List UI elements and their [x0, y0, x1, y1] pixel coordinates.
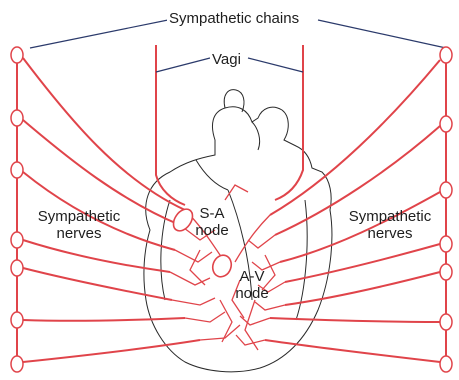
sa-node-line1: S-A — [192, 205, 232, 222]
sympathetic-nerves-left-label: Sympathetic nerves — [32, 208, 126, 242]
chain-leader-left — [30, 20, 168, 48]
left-sympathetic-chain — [11, 47, 23, 372]
left-ganglion-2 — [11, 110, 23, 126]
left-nerve-7 — [23, 340, 200, 362]
branch-2 — [235, 215, 270, 262]
sympathetic-nerves-left-line2: nerves — [34, 225, 124, 242]
sympathetic-nerves-left-line1: Sympathetic — [34, 208, 124, 225]
right-atrium-line — [161, 200, 170, 300]
branch-14 — [236, 335, 265, 345]
vagi-leader-right — [248, 58, 303, 72]
sa-node-label: S-A node — [190, 205, 234, 239]
sympathetic-chains-label: Sympathetic chains — [167, 10, 301, 27]
sympathetic-nerves-right-label: Sympathetic nerves — [343, 208, 437, 242]
branch-15 — [225, 185, 248, 200]
sa-node-line2: node — [192, 222, 232, 239]
left-ganglion-1 — [11, 47, 23, 63]
branch-6 — [172, 298, 215, 305]
vagi-leader-left — [156, 58, 210, 72]
av-node-line2: node — [230, 285, 274, 302]
branch-12 — [255, 302, 285, 310]
right-ganglion-3 — [440, 182, 452, 198]
right-ganglion-4 — [440, 236, 452, 252]
left-ganglion-3 — [11, 162, 23, 178]
branch-19 — [190, 250, 205, 285]
vagus-left — [156, 45, 185, 205]
branch-4 — [175, 250, 212, 262]
left-ganglion-6 — [11, 312, 23, 328]
left-nerve-5 — [23, 268, 172, 300]
right-ganglion-6 — [440, 314, 452, 330]
right-ganglion-1 — [440, 47, 452, 63]
right-sympathetic-chain — [440, 47, 452, 372]
right-nerve-6 — [270, 318, 440, 322]
branch-8 — [200, 325, 240, 340]
pulmonary-trunk — [252, 122, 260, 150]
branch-5 — [170, 272, 210, 285]
vagi-label: Vagi — [210, 51, 243, 68]
right-nerve-4 — [285, 244, 440, 282]
vagi-nerves — [156, 45, 303, 205]
left-nerve-4 — [23, 240, 170, 272]
left-ganglion-4 — [11, 232, 23, 248]
left-ganglion-7 — [11, 356, 23, 372]
right-nerve-1 — [270, 60, 440, 215]
left-ganglion-5 — [11, 260, 23, 276]
av-node-label: A-V node — [228, 268, 276, 302]
heart-groove-1 — [196, 160, 228, 190]
right-nerve-7 — [265, 340, 440, 362]
right-ganglion-5 — [440, 264, 452, 280]
left-nerve-6 — [23, 318, 185, 321]
branch-13 — [240, 316, 270, 325]
av-node-line1: A-V — [230, 268, 274, 285]
right-ganglion-2 — [440, 116, 452, 132]
right-ganglion-7 — [440, 356, 452, 372]
sympathetic-nerves-right-line2: nerves — [345, 225, 435, 242]
chain-leader-right — [318, 20, 446, 48]
sympathetic-nerves-right-line1: Sympathetic — [345, 208, 435, 225]
branch-7 — [185, 312, 225, 322]
branch-17 — [220, 300, 232, 342]
